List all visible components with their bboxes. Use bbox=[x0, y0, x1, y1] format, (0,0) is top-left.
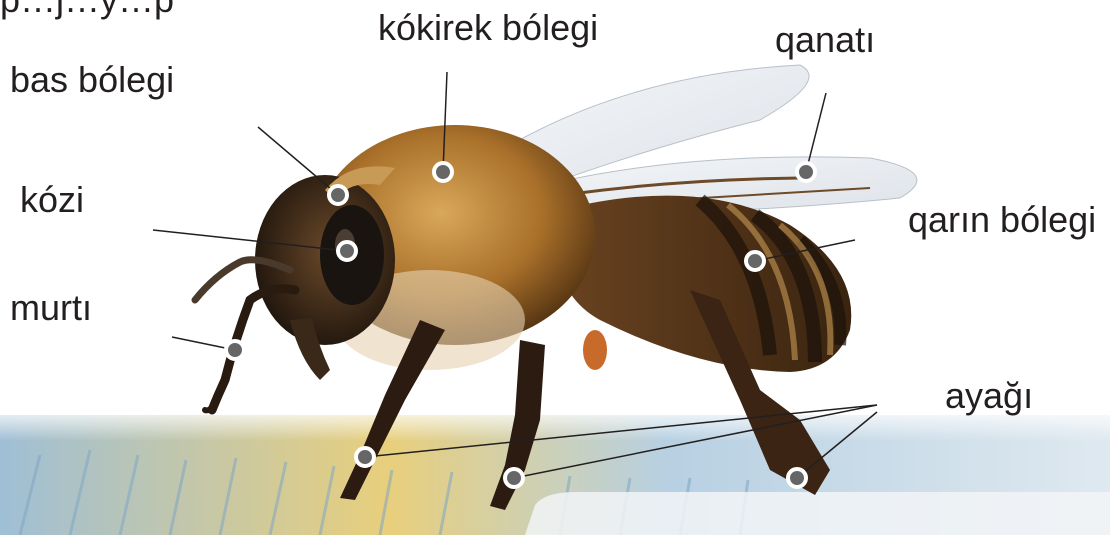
marker-antenna bbox=[226, 341, 244, 359]
label-antenna: murtı bbox=[10, 290, 92, 326]
label-wing: qanatı bbox=[775, 22, 875, 58]
marker-thorax bbox=[434, 163, 452, 181]
marker-abdomen bbox=[746, 252, 764, 270]
marker-head bbox=[329, 186, 347, 204]
label-leg: ayağı bbox=[945, 378, 1033, 414]
label-head: bas bólegi bbox=[10, 62, 174, 98]
marker-leg-front bbox=[356, 448, 374, 466]
marker-leg-hind bbox=[788, 469, 806, 487]
label-abdomen: qarın bólegi bbox=[908, 202, 1096, 238]
label-thorax: kókirek bólegi bbox=[378, 10, 598, 46]
marker-leg-middle bbox=[505, 469, 523, 487]
marker-eye bbox=[338, 242, 356, 260]
cut-off-heading-fragment: p…j…y…p bbox=[0, 0, 174, 18]
marker-wing bbox=[797, 163, 815, 181]
label-eye: kózi bbox=[20, 182, 84, 218]
